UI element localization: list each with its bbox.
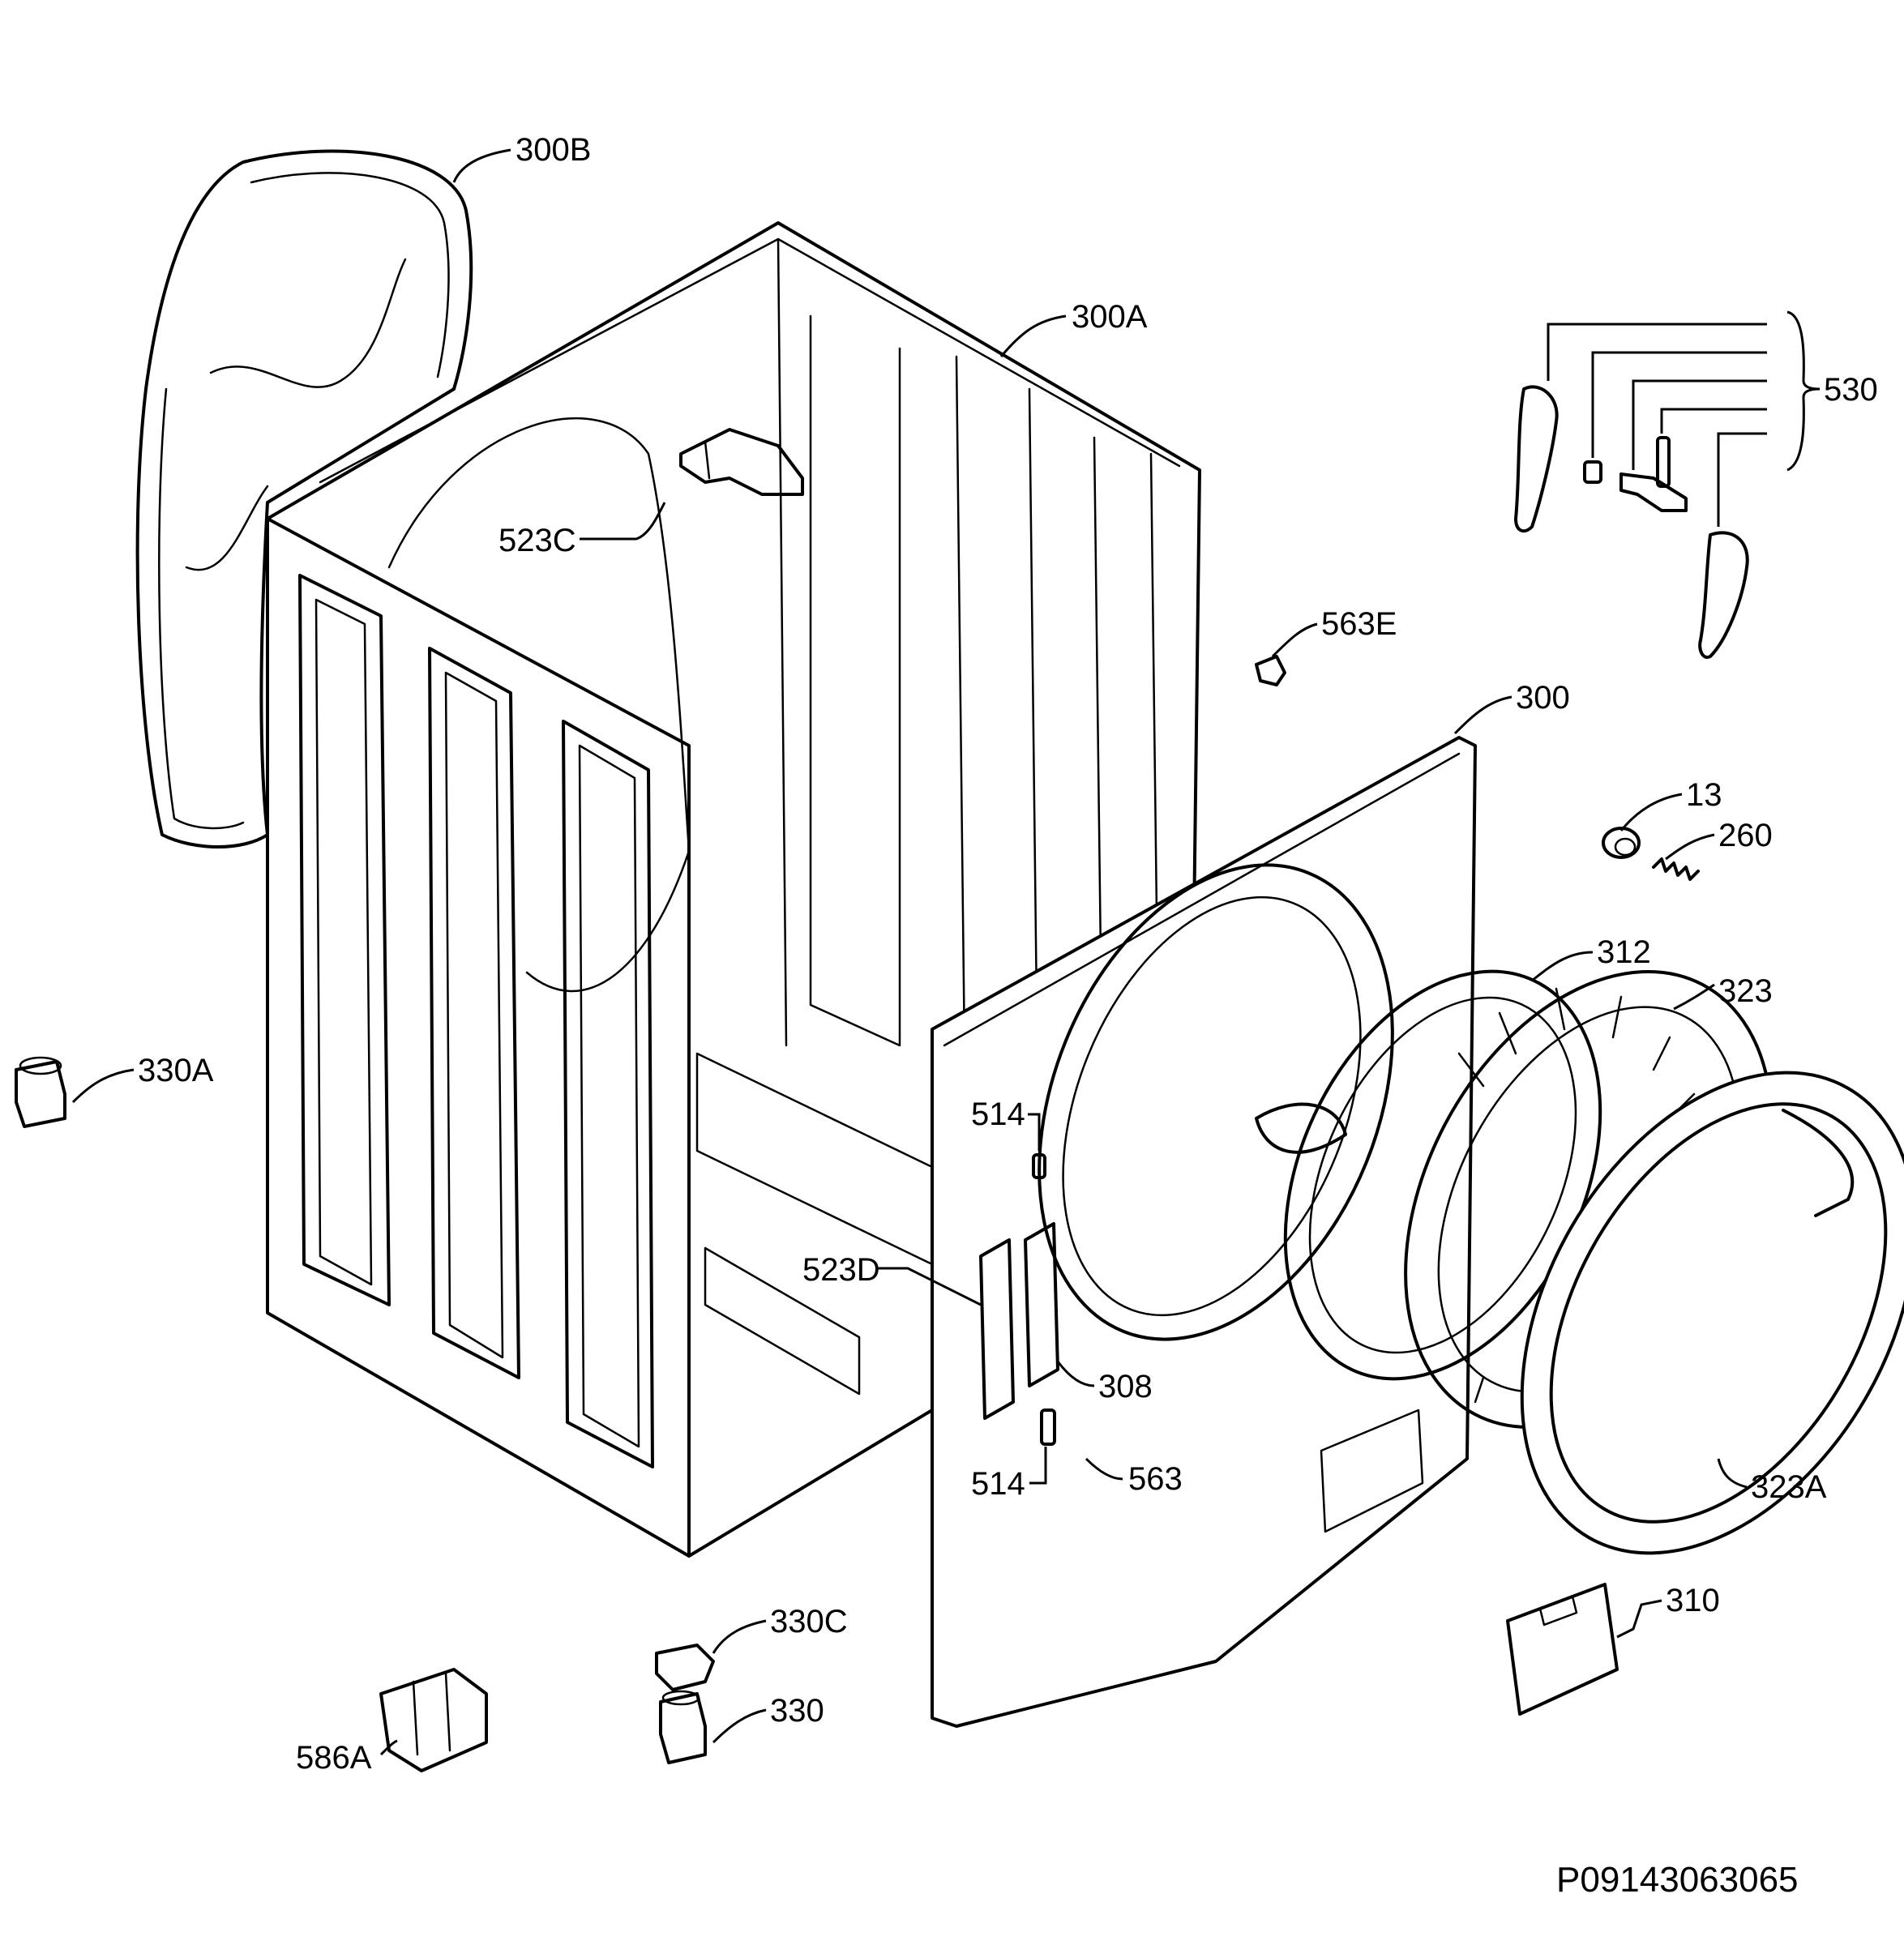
label-330C: 330C (770, 1604, 848, 1639)
drawing-code: P09143063065 (1556, 1860, 1799, 1900)
bracket-part-523C (679, 428, 804, 496)
label-300A: 300A (1072, 299, 1148, 335)
label-563: 563 (1128, 1461, 1183, 1497)
label-308: 308 (1098, 1369, 1153, 1404)
label-530: 530 (1824, 372, 1878, 408)
label-300B: 300B (516, 132, 591, 168)
screw-part-514-upper (1032, 1153, 1046, 1179)
label-586A: 586A (296, 1740, 372, 1776)
knob-part-13 (1602, 827, 1641, 859)
latch-part-563E (1255, 655, 1286, 686)
spring-part-260 (1652, 857, 1700, 881)
label-323A: 323A (1751, 1469, 1827, 1505)
label-323: 323 (1718, 973, 1773, 1009)
callout-labels: 300B 300A 523C 530 563E 300 13 260 312 3… (138, 132, 1878, 1776)
front-panel-part-300 (931, 736, 1477, 1728)
callout-leaders (71, 148, 1748, 1756)
door-outer-ring-part-323A (1520, 1071, 1904, 1555)
label-563E: 563E (1321, 606, 1397, 642)
filter-door-part-310 (1506, 1583, 1619, 1716)
label-523C: 523C (498, 523, 576, 558)
label-514-lower: 514 (971, 1466, 1025, 1502)
foot-part-330 (659, 1690, 707, 1764)
label-330A: 330A (138, 1053, 214, 1088)
label-312: 312 (1597, 934, 1651, 970)
label-514-upper: 514 (971, 1096, 1025, 1132)
foot-part-330C (655, 1644, 715, 1691)
label-330: 330 (770, 1693, 824, 1729)
cabinet-body-part-300A (266, 221, 1201, 1558)
label-310: 310 (1666, 1583, 1720, 1618)
foot-part-330A (15, 1056, 66, 1128)
label-300: 300 (1516, 680, 1570, 716)
handle-assembly-part-530 (1514, 310, 1821, 659)
switch-part-586A (379, 1668, 488, 1772)
label-13: 13 (1686, 777, 1722, 813)
screw-part-514-lower (1040, 1409, 1056, 1446)
label-523D: 523D (802, 1252, 880, 1288)
label-260: 260 (1718, 818, 1773, 853)
